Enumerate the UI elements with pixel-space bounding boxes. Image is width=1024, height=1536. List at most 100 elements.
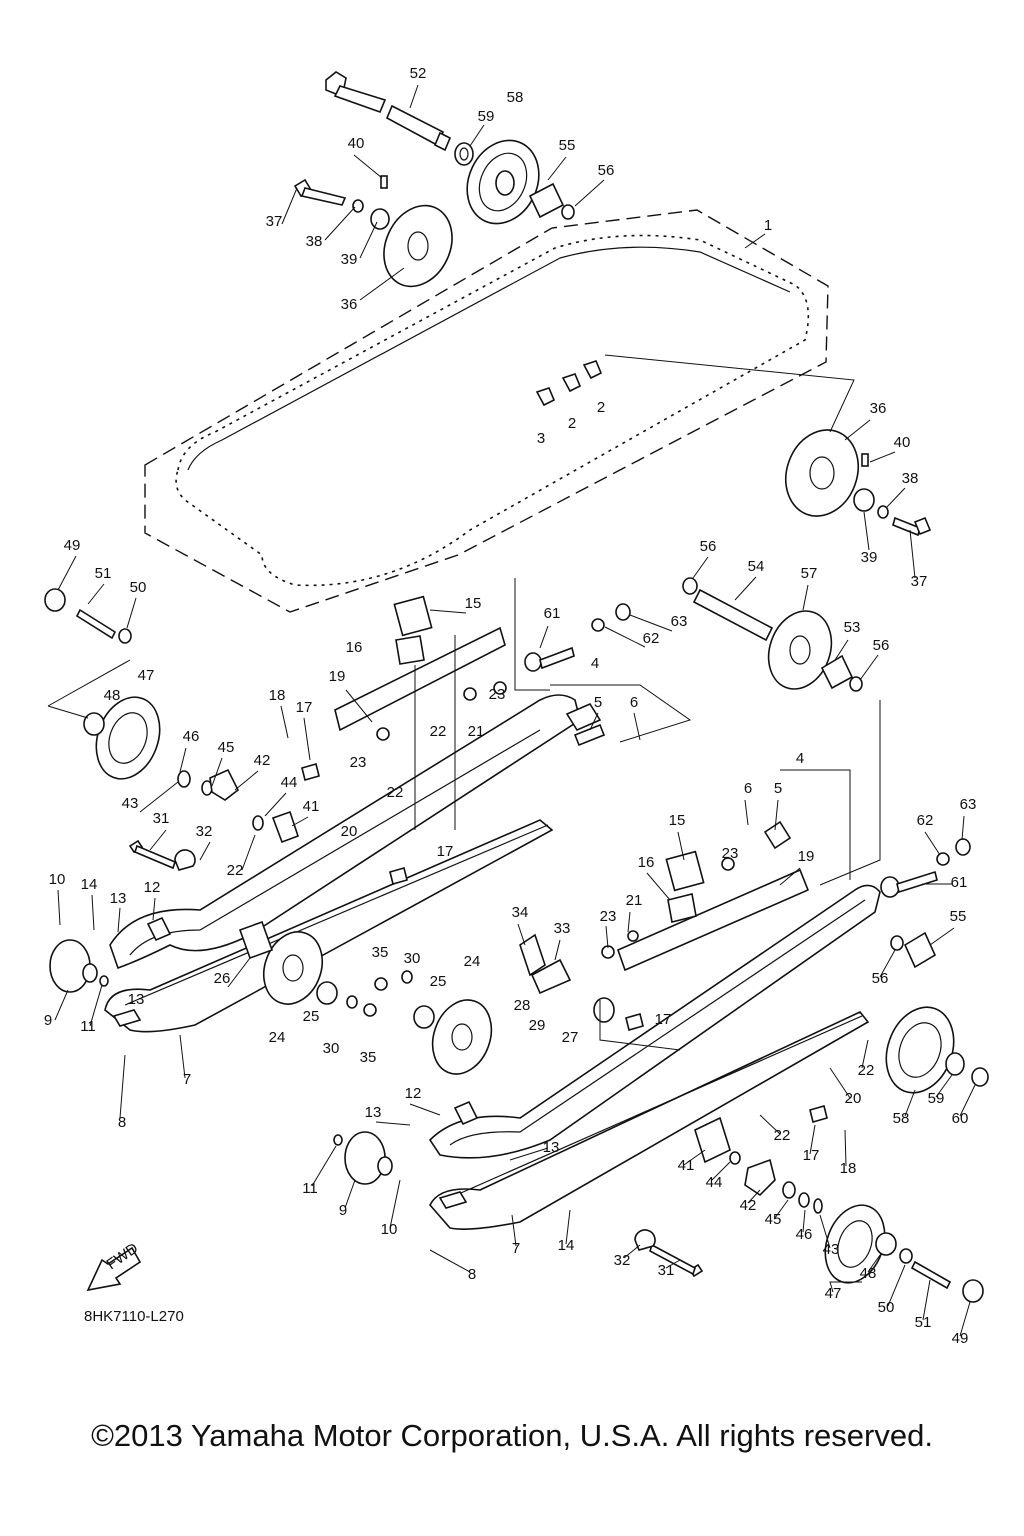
part-callout-48: 48 xyxy=(104,687,121,704)
part-callout-32: 32 xyxy=(196,823,213,840)
part-callout-53: 53 xyxy=(844,619,861,636)
part-callout-23: 23 xyxy=(722,845,739,862)
part-callout-31: 31 xyxy=(658,1262,675,1279)
rear-axle-shaft xyxy=(325,71,452,152)
part-callout-46: 46 xyxy=(796,1226,813,1243)
part-callout-9: 9 xyxy=(339,1202,347,1219)
part-callout-58: 58 xyxy=(893,1110,910,1127)
part-callout-24: 24 xyxy=(269,1029,286,1046)
exploded-parts-diagram: FWD 525859405556373839136322364038393749… xyxy=(44,65,989,1347)
part-callout-2: 2 xyxy=(568,415,576,432)
part-callout-11: 11 xyxy=(302,1180,318,1197)
part-callout-22: 22 xyxy=(774,1127,791,1144)
part-callout-60: 60 xyxy=(952,1110,969,1127)
part-callout-22: 22 xyxy=(430,723,447,740)
part-callout-8: 8 xyxy=(118,1114,126,1131)
part-callout-47: 47 xyxy=(825,1285,842,1302)
part-callout-61: 61 xyxy=(951,874,968,891)
part-callout-16: 16 xyxy=(346,639,363,656)
part-callout-2: 2 xyxy=(597,399,605,416)
part-callout-44: 44 xyxy=(706,1174,723,1191)
part-callout-37: 37 xyxy=(911,573,928,590)
part-callout-31: 31 xyxy=(153,810,170,827)
part-callout-63: 63 xyxy=(671,613,688,630)
part-callout-50: 50 xyxy=(130,579,147,596)
part-callout-55: 55 xyxy=(950,908,967,925)
part-callout-47: 47 xyxy=(138,667,155,684)
copyright-notice: ©2013 Yamaha Motor Corporation, U.S.A. A… xyxy=(91,1418,933,1453)
part-callout-20: 20 xyxy=(341,823,358,840)
part-callout-61: 61 xyxy=(544,605,561,622)
part-callout-42: 42 xyxy=(740,1197,757,1214)
diagram-code: 8HK7110-L270 xyxy=(84,1308,184,1325)
part-callout-56: 56 xyxy=(872,970,889,987)
part-callout-7: 7 xyxy=(512,1240,520,1257)
part-callout-56: 56 xyxy=(598,162,615,179)
bracket-15-16 xyxy=(393,595,705,923)
part-callout-38: 38 xyxy=(306,233,323,250)
part-callout-36: 36 xyxy=(341,296,358,313)
part-callout-34: 34 xyxy=(512,904,529,921)
part-callout-35: 35 xyxy=(372,944,389,961)
part-callout-13: 13 xyxy=(128,991,145,1008)
part-callout-12: 12 xyxy=(405,1085,422,1102)
part-callout-17: 17 xyxy=(296,699,313,716)
part-callout-29: 29 xyxy=(529,1017,546,1034)
part-callout-51: 51 xyxy=(915,1314,932,1331)
part-callout-25: 25 xyxy=(303,1008,320,1025)
part-callout-54: 54 xyxy=(748,558,765,575)
part-callout-27: 27 xyxy=(562,1029,579,1046)
part-callout-39: 39 xyxy=(341,251,358,268)
part-callout-19: 19 xyxy=(798,848,815,865)
part-callout-30: 30 xyxy=(323,1040,340,1057)
part-callout-56: 56 xyxy=(700,538,717,555)
part-callout-46: 46 xyxy=(183,728,200,745)
part-callout-9: 9 xyxy=(44,1012,52,1029)
part-callout-38: 38 xyxy=(902,470,919,487)
part-callout-51: 51 xyxy=(95,565,112,582)
idler-wheel-right xyxy=(785,429,932,537)
part-callout-10: 10 xyxy=(381,1221,398,1238)
idler-wheel-top xyxy=(454,139,540,225)
rear-wheel-58-right xyxy=(885,931,989,1094)
part-callout-24: 24 xyxy=(464,953,481,970)
part-callout-1: 1 xyxy=(764,217,772,234)
part-callout-37: 37 xyxy=(266,213,283,230)
part-callout-43: 43 xyxy=(122,795,139,812)
part-callout-42: 42 xyxy=(254,752,271,769)
part-callout-59: 59 xyxy=(928,1090,945,1107)
part-callout-18: 18 xyxy=(269,687,286,704)
part-callout-23: 23 xyxy=(489,686,506,703)
part-callout-4: 4 xyxy=(591,655,599,672)
part-callout-5: 5 xyxy=(774,780,782,797)
part-callout-14: 14 xyxy=(558,1237,575,1254)
part-callout-52: 52 xyxy=(410,65,427,82)
part-callout-32: 32 xyxy=(614,1252,631,1269)
part-callout-36: 36 xyxy=(870,400,887,417)
part-callout-17: 17 xyxy=(437,843,454,860)
part-callout-50: 50 xyxy=(878,1299,895,1316)
part-callout-14: 14 xyxy=(81,876,98,893)
mid-shaft-54 xyxy=(682,577,863,692)
part-callout-20: 20 xyxy=(845,1090,862,1107)
part-callout-22: 22 xyxy=(227,862,244,879)
shock-mount-right xyxy=(694,1116,823,1214)
part-callout-12: 12 xyxy=(144,879,161,896)
part-callout-16: 16 xyxy=(638,854,655,871)
part-callout-58: 58 xyxy=(507,89,524,106)
rear-wheel-47-right xyxy=(824,1204,984,1303)
part-callout-17: 17 xyxy=(803,1147,820,1164)
part-callout-6: 6 xyxy=(630,694,638,711)
part-callout-7: 7 xyxy=(183,1071,191,1088)
part-callout-43: 43 xyxy=(823,1241,840,1258)
part-callout-59: 59 xyxy=(478,108,495,125)
part-callout-17: 17 xyxy=(655,1011,672,1028)
part-callout-30: 30 xyxy=(404,950,421,967)
part-callout-3: 3 xyxy=(537,430,545,447)
part-callout-25: 25 xyxy=(430,973,447,990)
part-callout-33: 33 xyxy=(554,920,571,937)
idler-wheel-upper-left xyxy=(293,175,453,288)
part-callout-13: 13 xyxy=(365,1104,382,1121)
part-callout-18: 18 xyxy=(840,1160,857,1177)
